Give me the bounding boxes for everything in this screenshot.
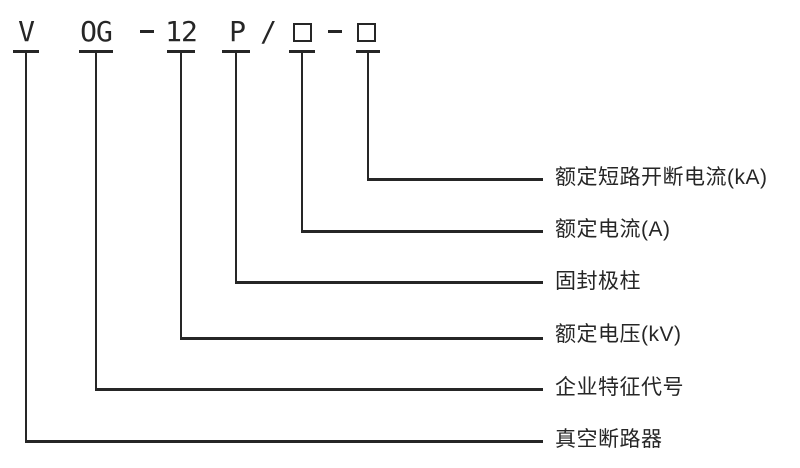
slash-separator: / xyxy=(260,15,277,48)
code-token-v: V xyxy=(18,15,35,48)
connector-horizontal-og xyxy=(94,388,543,391)
connector-vertical-og xyxy=(94,50,98,391)
connector-vertical-box2 xyxy=(366,50,370,181)
legend-label-rated-voltage: 额定电压(kV) xyxy=(555,323,682,346)
placeholder-box-icon-2 xyxy=(357,23,376,42)
code-token-p: P xyxy=(229,15,246,48)
legend-label-solid-sealed-pole: 固封极柱 xyxy=(555,270,641,293)
connector-horizontal-12 xyxy=(179,337,543,340)
dash-separator-icon xyxy=(140,30,154,33)
legend-label-rated-short-circuit-breaking-current: 额定短路开断电流(kA) xyxy=(555,166,768,189)
connector-vertical-12 xyxy=(179,50,183,340)
legend-label-vacuum-circuit-breaker: 真空断路器 xyxy=(555,428,663,451)
placeholder-box-icon-1 xyxy=(293,23,312,42)
connector-vertical-box1 xyxy=(300,50,304,233)
connector-vertical-v xyxy=(24,50,28,443)
connector-horizontal-p xyxy=(234,281,543,284)
connector-horizontal-box1 xyxy=(300,230,543,233)
connector-horizontal-box2 xyxy=(366,178,543,181)
code-token-12: 12 xyxy=(165,15,198,48)
connector-horizontal-v xyxy=(24,440,543,443)
legend-label-enterprise-code: 企业特征代号 xyxy=(555,376,684,399)
connector-vertical-p xyxy=(234,50,238,284)
legend-label-rated-current: 额定电流(A) xyxy=(555,218,671,241)
code-token-og: OG xyxy=(80,15,113,48)
dash-separator-icon-2 xyxy=(328,30,342,33)
